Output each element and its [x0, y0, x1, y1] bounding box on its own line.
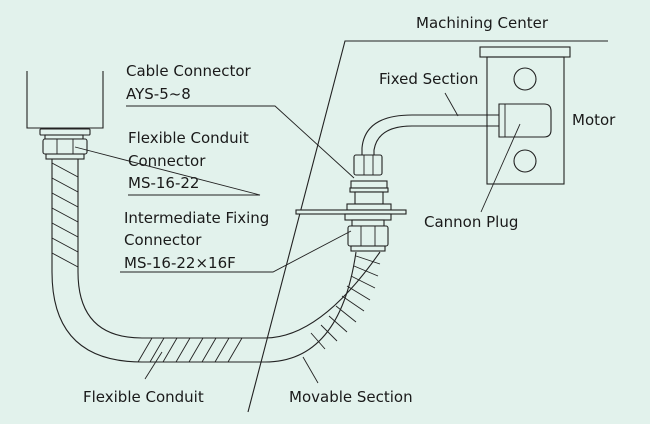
label-machining-center: Machining Center	[416, 14, 549, 32]
label-movable-section: Movable Section	[289, 388, 413, 406]
left-equipment-box	[26, 71, 104, 129]
leader-lines	[74, 92, 521, 384]
cannon-plug-icon	[498, 103, 552, 138]
motor-icon	[479, 46, 571, 185]
label-flexible-conduit: Flexible Conduit	[83, 388, 204, 406]
label-fixed-section: Fixed Section	[379, 70, 478, 88]
label-intermediate-connector: Intermediate Fixing	[124, 209, 269, 227]
label-intermediate-connector-2: Connector	[124, 231, 202, 249]
flexible-conduit	[51, 159, 381, 363]
machining-center-outline	[247, 40, 608, 413]
label-cable-connector-model: AYS-5~8	[126, 85, 191, 103]
label-flex-conduit-connector-2: Connector	[128, 152, 206, 170]
mounting-plate	[295, 209, 407, 215]
label-flex-conduit-connector-model: MS-16-22	[128, 174, 199, 192]
label-motor: Motor	[572, 111, 616, 129]
label-intermediate-connector-model: MS-16-22×16F	[124, 254, 236, 272]
label-flex-conduit-connector: Flexible Conduit	[128, 129, 249, 147]
label-cable-connector: Cable Connector	[126, 62, 252, 80]
label-cannon-plug: Cannon Plug	[424, 213, 518, 231]
fixed-section-cable	[361, 114, 500, 155]
intermediate-connector-icon	[344, 213, 392, 252]
left-connector-icon	[39, 128, 91, 160]
cable-connector-icon	[346, 154, 392, 211]
